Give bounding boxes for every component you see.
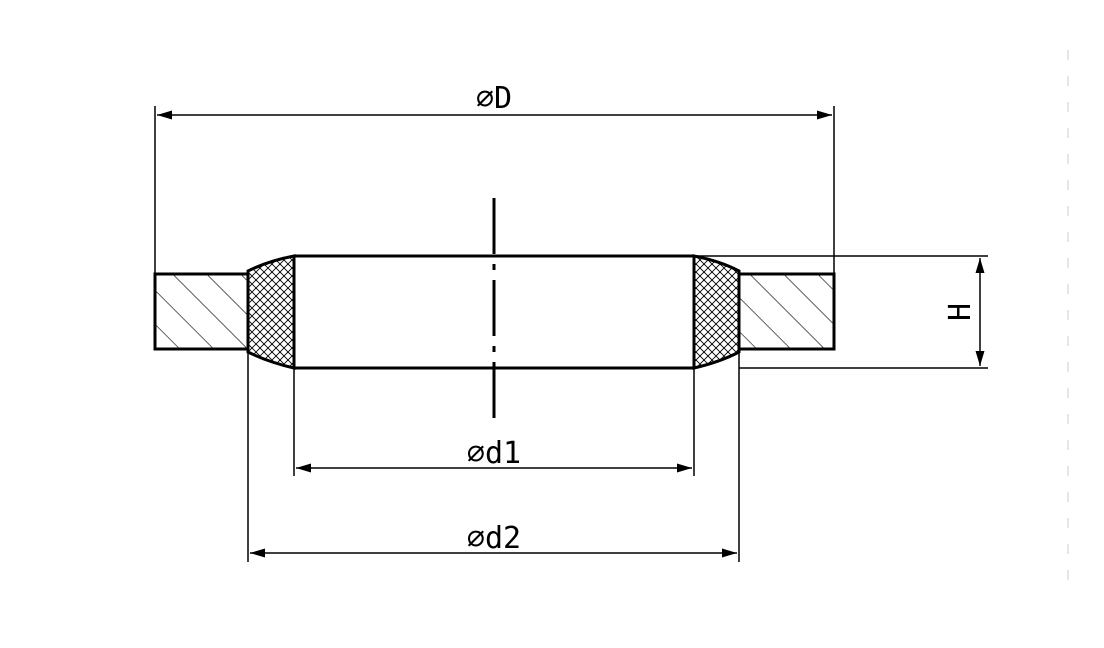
label-inner-diameter-1: ⌀d1 xyxy=(467,436,521,471)
dimension-inner-diameter-1: ⌀d1 xyxy=(293,368,695,476)
label-inner-diameter-2: ⌀d2 xyxy=(467,521,521,556)
dimension-height: H xyxy=(694,255,988,369)
label-outer-diameter: ⌀D xyxy=(476,81,512,116)
label-height: H xyxy=(943,303,978,321)
dimension-outer-diameter: ⌀D xyxy=(154,81,835,274)
left-outer-ring-section xyxy=(153,272,250,351)
left-insert-section xyxy=(246,254,296,370)
right-outer-ring-section xyxy=(737,272,836,351)
dimension-inner-diameter-2: ⌀d2 xyxy=(247,352,740,562)
right-insert-section xyxy=(692,254,741,370)
